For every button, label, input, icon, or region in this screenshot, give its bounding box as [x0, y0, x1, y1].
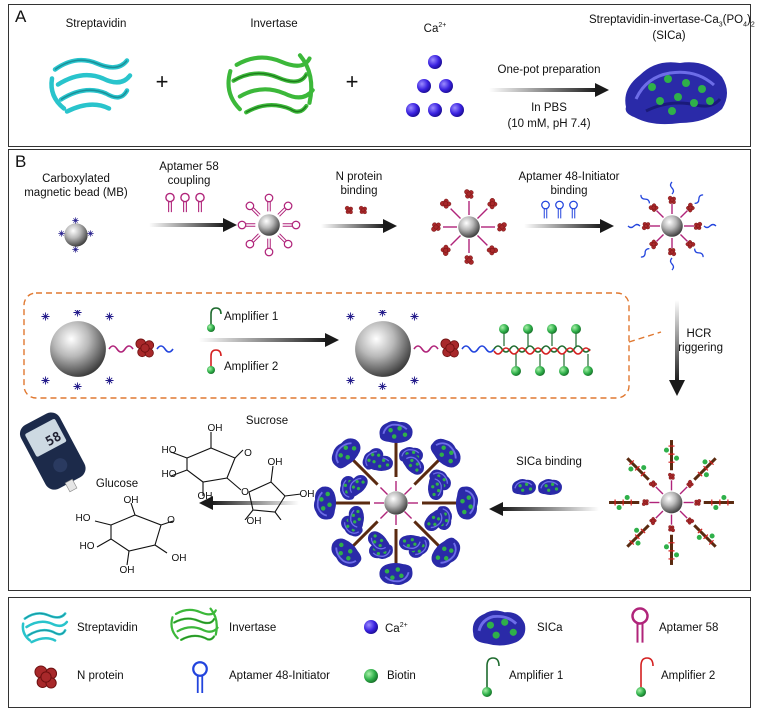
buffer-label: In PBS — [531, 102, 567, 114]
legend-streptavidin-icon — [21, 612, 69, 644]
plus-sign-1: + — [155, 69, 169, 94]
one-pot-label: One-pot preparation — [497, 64, 601, 76]
sucrose-o-1: O — [244, 448, 252, 459]
streptavidin-label: Streptavidin — [65, 18, 127, 30]
aptamer58-coupling-line2: coupling — [167, 175, 211, 187]
calcium-label: Ca2+ — [423, 22, 447, 35]
sucrose-ho-1: HO — [161, 445, 177, 456]
legend-nprotein-label: N protein — [77, 670, 124, 682]
legend-biotin-label: Biotin — [387, 670, 416, 682]
hcr-step-arrow — [199, 307, 339, 374]
legend-amplifier2-icon — [636, 657, 654, 697]
glucose-oh-3: OH — [171, 553, 187, 564]
legend-calcium-label: Ca2+ — [385, 622, 408, 635]
sica-abbrev-label: (SICa) — [652, 30, 686, 42]
legend-panel: Streptavidin Invertase Ca2+ SICa Aptamer… — [8, 597, 751, 708]
legend-aptamer48-label: Aptamer 48-Initiator — [229, 670, 330, 682]
streptavidin-structure-icon — [44, 37, 139, 132]
calcium-ions-icon — [406, 55, 464, 117]
mb-with-n-protein-icon — [431, 189, 507, 265]
conversion-arrow — [199, 496, 299, 510]
amplifier2-label: Amplifier 2 — [224, 361, 279, 373]
amplifier1-label: Amplifier 1 — [224, 311, 279, 323]
mb-label-line1: Carboxylated — [42, 173, 110, 185]
panel-b: B Carboxylated magnetic bead (MB) Aptame… — [8, 149, 751, 591]
hcr-dashed-box — [23, 292, 662, 399]
invertase-structure-icon — [224, 37, 319, 137]
sucrose-ho-2: HO — [161, 469, 177, 480]
glucose-ho-1: HO — [75, 513, 91, 524]
legend-calcium-icon — [364, 620, 378, 634]
sica-particle-icon — [625, 62, 727, 125]
mb-hcr-assembled-icon — [609, 440, 734, 565]
hcr-down-arrow — [669, 300, 685, 396]
mb-with-aptamer48-icon — [627, 181, 717, 271]
panel-a: A Streptavidin + Invertase + Ca2+ One-po… — [8, 4, 755, 147]
legend-amplifier1-label: Amplifier 1 — [509, 670, 564, 682]
mb-complex-before-hcr-icon — [41, 310, 174, 390]
coupling-step-arrow — [149, 192, 237, 232]
sucrose-oh-4: OH — [299, 489, 315, 500]
legend-amplifier1-icon — [482, 657, 500, 697]
n-protein-binding-line2: binding — [340, 185, 378, 197]
legend-amplifier2-label: Amplifier 2 — [661, 670, 716, 682]
magnetic-bead-icon — [58, 217, 94, 253]
invertase-label: Invertase — [250, 18, 298, 30]
mb-label-line2: magnetic bead (MB) — [24, 187, 128, 199]
sucrose-o-2: O — [241, 487, 249, 498]
binding-step-arrow-2 — [524, 200, 614, 233]
aptamer58-coupling-line1: Aptamer 58 — [159, 161, 219, 173]
legend-aptamer58-icon — [631, 607, 649, 644]
sica-product-title: Streptavidin-invertase-Ca3(PO4)2 — [589, 14, 755, 29]
legend-aptamer48-icon — [192, 661, 208, 695]
legend-sica-icon — [471, 609, 527, 647]
mb-with-aptamer58-icon — [237, 193, 301, 257]
mb-complex-hcr-product-icon — [346, 310, 593, 390]
legend-invertase-icon — [170, 607, 219, 641]
glucose-meter-icon — [19, 412, 86, 493]
glucose-label: Glucose — [95, 478, 139, 490]
hcr-triggering-line1: HCR — [686, 328, 712, 340]
n-protein-binding-line1: N protein — [335, 171, 383, 183]
sucrose-label: Sucrose — [245, 415, 289, 427]
glucose-structure — [94, 502, 174, 566]
glucose-oh-1: OH — [123, 495, 139, 506]
legend-streptavidin-label: Streptavidin — [77, 622, 138, 634]
glucose-ho-2: HO — [79, 541, 95, 552]
sucrose-oh-1: OH — [207, 423, 223, 434]
aptamer48-binding-line2: binding — [550, 185, 588, 197]
preparation-arrow — [489, 83, 609, 97]
mb-sica-assembled-icon — [313, 420, 479, 586]
legend-invertase-label: Invertase — [229, 622, 277, 634]
glucose-oh-2: OH — [119, 565, 135, 576]
sucrose-oh-5: OH — [246, 516, 262, 527]
legend-nprotein-icon — [34, 665, 58, 689]
sucrose-oh-2: OH — [197, 491, 213, 502]
legend-biotin-icon — [364, 669, 378, 683]
plus-sign-2: + — [345, 69, 359, 94]
panel-b-letter: B — [15, 152, 27, 171]
sica-binding-arrow — [489, 478, 599, 516]
binding-step-arrow-1 — [321, 205, 397, 233]
aptamer48-binding-line1: Aptamer 48-Initiator — [518, 171, 620, 183]
panel-a-letter: A — [15, 7, 27, 26]
legend-sica-label: SICa — [537, 622, 563, 634]
legend-aptamer58-label: Aptamer 58 — [659, 622, 719, 634]
hcr-triggering-line2: triggering — [675, 342, 723, 354]
sucrose-oh-3: OH — [267, 457, 283, 468]
conditions-label: (10 mM, pH 7.4) — [507, 118, 591, 130]
sucrose-structure — [170, 432, 302, 520]
glucose-o: O — [167, 515, 175, 526]
sica-binding-label: SICa binding — [516, 456, 582, 468]
